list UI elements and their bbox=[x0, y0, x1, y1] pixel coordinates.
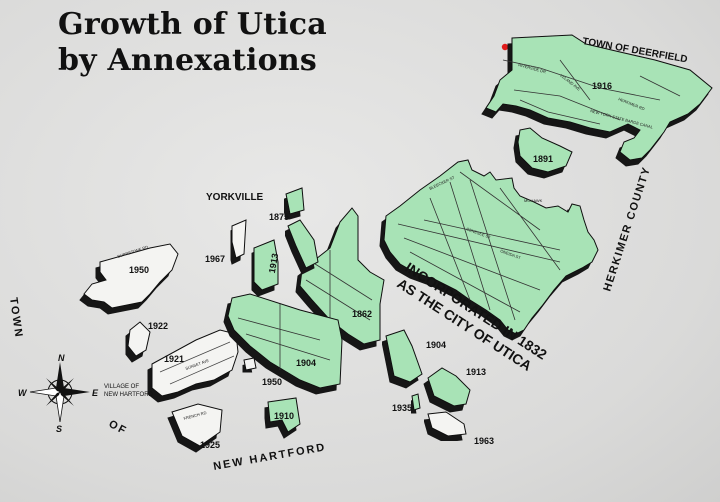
map-title-line1: Growth of Utica bbox=[58, 7, 327, 42]
street-mohawk: MOHAWK bbox=[524, 198, 543, 203]
year-1916: 1916 bbox=[592, 81, 612, 91]
annexation-1922: 1922 bbox=[127, 321, 168, 357]
annexation-1913-east: 1913 bbox=[427, 367, 486, 407]
year-1921: 1921 bbox=[164, 354, 184, 364]
compass-rose: N S E W bbox=[18, 353, 99, 434]
label-herkimer-county: HERKIMER COUNTY bbox=[601, 165, 653, 293]
year-1925: 1925 bbox=[200, 440, 220, 450]
label-new-hartford: NEW HARTFORD bbox=[212, 441, 327, 473]
annexation-1832-city: BLEECKER ST HERKIMER COUNTY MOHAWK GENES… bbox=[383, 159, 599, 335]
annexation-1904-east: 1904 bbox=[385, 329, 446, 383]
year-1904-west: 1904 bbox=[296, 358, 316, 368]
annexation-1950-west: BURRSTONE RD 1950 bbox=[83, 243, 179, 309]
street-french: FRENCH RD bbox=[183, 410, 207, 421]
label-town: TOWN bbox=[7, 297, 25, 340]
year-1950-west: 1950 bbox=[129, 265, 149, 275]
annexation-1910: 1910 bbox=[267, 397, 301, 433]
annexation-1862: 1862 bbox=[299, 207, 385, 345]
label-yorkville: YORKVILLE bbox=[206, 192, 264, 203]
year-1904-east: 1904 bbox=[426, 340, 446, 350]
annexation-1925: FRENCH RD 1925 bbox=[171, 403, 223, 450]
compass-n: N bbox=[58, 353, 65, 363]
annexation-1875: 1875 bbox=[269, 187, 305, 222]
year-1963: 1963 bbox=[474, 436, 494, 446]
annexation-1891: 1891 bbox=[517, 127, 573, 173]
year-1875: 1875 bbox=[269, 212, 289, 222]
year-1891: 1891 bbox=[533, 154, 553, 164]
year-1935: 1935 bbox=[392, 403, 412, 413]
compass-w: W bbox=[18, 388, 28, 398]
compass-s: S bbox=[56, 424, 62, 434]
annexation-1921: SUNSET AVE 1921 bbox=[151, 329, 239, 397]
year-1922: 1922 bbox=[148, 321, 168, 331]
annexation-1963: 1963 bbox=[427, 411, 494, 446]
year-1967: 1967 bbox=[205, 254, 225, 264]
year-1862: 1862 bbox=[352, 309, 372, 319]
annexation-1935: 1935 bbox=[392, 393, 421, 413]
label-village-line2: NEW HARTFORD bbox=[104, 392, 154, 398]
annexation-1950-small: 1950 bbox=[243, 357, 282, 387]
year-1910: 1910 bbox=[274, 411, 294, 421]
label-village-line1: VILLAGE OF bbox=[104, 384, 139, 390]
annexation-1913-north: 1913 bbox=[253, 239, 280, 291]
year-1913-north: 1913 bbox=[267, 253, 280, 274]
red-marker-dot bbox=[501, 43, 509, 51]
compass-e: E bbox=[92, 388, 99, 398]
year-1950-small: 1950 bbox=[262, 377, 282, 387]
annexation-1916: RIVERSIDE DR LELAND AVE HERKIMER RD NEW … bbox=[485, 34, 713, 161]
label-of: OF bbox=[107, 418, 130, 438]
annexation-1967: 1967 bbox=[205, 219, 247, 264]
map-title-line2: by Annexations bbox=[58, 43, 317, 78]
annexation-1904-west: 1904 bbox=[227, 293, 343, 389]
year-1913-east: 1913 bbox=[466, 367, 486, 377]
annexation-corridor bbox=[287, 219, 319, 269]
